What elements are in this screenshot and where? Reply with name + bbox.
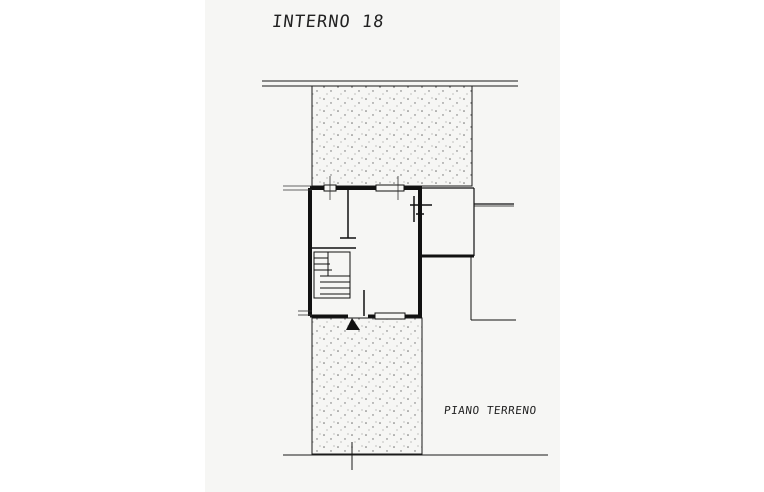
staircase	[313, 251, 351, 299]
floor-label: PIANO TERRENO	[443, 404, 538, 417]
dimension-ticks	[283, 176, 399, 316]
entrance-arrow-icon	[346, 318, 360, 330]
interior-partitions	[312, 190, 432, 316]
top-boundary-line	[262, 80, 518, 87]
bottom-boundary-line	[283, 442, 548, 470]
garden-north	[311, 85, 473, 187]
annex-block	[422, 187, 516, 321]
garden-south	[311, 317, 423, 455]
